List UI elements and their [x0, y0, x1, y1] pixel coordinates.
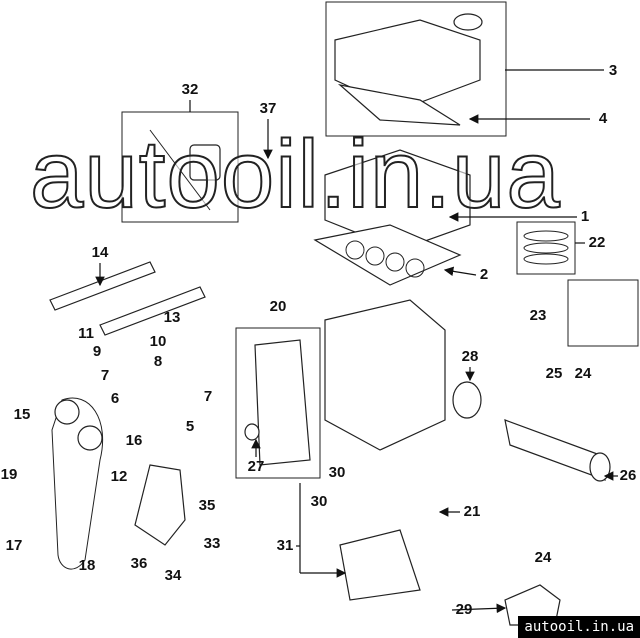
valve-cover [334, 13, 483, 126]
bearings-box [567, 279, 639, 347]
timing-cover-box [235, 327, 321, 479]
callout-21: 21 [464, 503, 481, 520]
callout-29: 29 [456, 601, 473, 618]
callout-7-right: 7 [204, 388, 212, 405]
callout-37: 37 [260, 100, 277, 117]
callouts: 3 4 32 37 1 22 14 2 13 20 23 11 10 9 8 2… [1, 62, 637, 618]
pulley [452, 381, 482, 419]
valve-cover-box [325, 1, 507, 137]
callout-28: 28 [462, 348, 479, 365]
callout-34: 34 [165, 567, 182, 584]
callout-9: 9 [93, 343, 101, 360]
callout-32: 32 [182, 81, 199, 98]
callout-14: 14 [92, 244, 109, 261]
engine-block [324, 299, 446, 451]
callout-27: 27 [248, 458, 265, 475]
callout-33: 33 [204, 535, 221, 552]
callout-1: 1 [581, 208, 589, 225]
callout-15: 15 [14, 406, 31, 423]
callout-25: 25 [546, 365, 563, 382]
oil-pan [339, 529, 421, 601]
oil-pump [504, 584, 561, 626]
callout-23: 23 [530, 307, 547, 324]
head-gasket [313, 224, 462, 286]
callout-20: 20 [270, 298, 287, 315]
watermark: autooil.in.ua [29, 121, 561, 228]
callout-16: 16 [126, 432, 143, 449]
callout-36: 36 [131, 555, 148, 572]
callout-31: 31 [277, 537, 294, 554]
callout-35: 35 [199, 497, 216, 514]
camshafts [49, 261, 206, 336]
callout-22: 22 [589, 234, 606, 251]
callout-7-left: 7 [101, 367, 109, 384]
cylinder-head [324, 149, 471, 251]
callout-24-top: 24 [575, 365, 592, 382]
callout-5: 5 [186, 418, 194, 435]
callout-3: 3 [609, 62, 617, 79]
leader-lines [95, 69, 618, 614]
callout-13: 13 [164, 309, 181, 326]
piston-rings-box [516, 221, 576, 275]
callout-24-bottom: 24 [535, 549, 552, 566]
callout-18: 18 [79, 557, 96, 574]
callout-2: 2 [480, 266, 488, 283]
timing-cover [244, 339, 311, 466]
timing-chain [51, 397, 186, 570]
piston-rings [523, 230, 569, 265]
callout-10: 10 [150, 333, 167, 350]
callout-11: 11 [78, 325, 94, 342]
callout-4: 4 [599, 110, 608, 127]
callout-30-top: 30 [329, 464, 346, 481]
crankshaft [504, 419, 611, 482]
callout-30-bottom: 30 [311, 493, 328, 510]
site-badge: autooil.in.ua [518, 616, 640, 638]
callout-8: 8 [154, 353, 162, 370]
callout-6: 6 [111, 390, 119, 407]
vvt-solenoid [149, 129, 221, 211]
callout-12: 12 [111, 468, 128, 485]
vvt-solenoid-box [121, 111, 239, 223]
callout-26: 26 [620, 467, 637, 484]
callout-17: 17 [6, 537, 23, 554]
callout-19: 19 [1, 466, 18, 483]
